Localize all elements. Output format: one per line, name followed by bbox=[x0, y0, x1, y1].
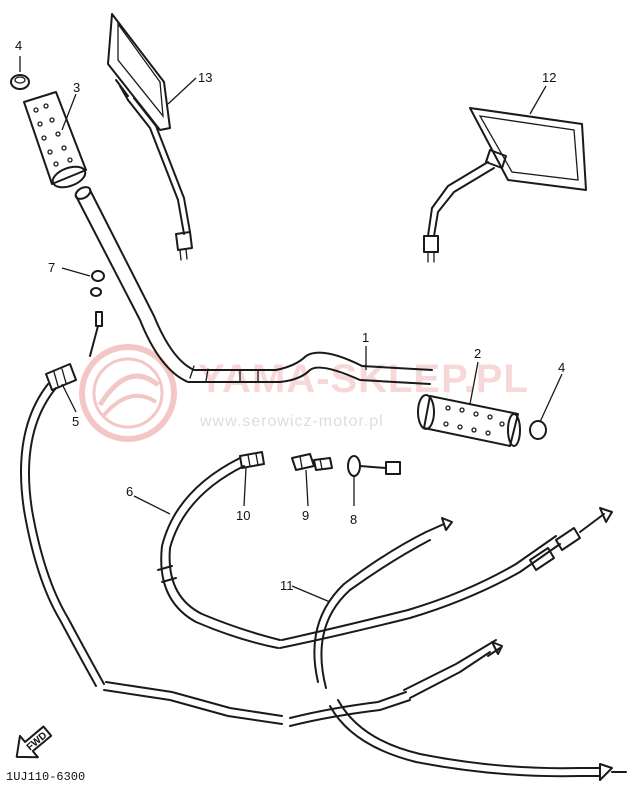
callout-10: 10 bbox=[236, 508, 250, 523]
cable-left bbox=[20, 311, 105, 687]
callout-5: 5 bbox=[72, 414, 79, 429]
grip-end-cap-top bbox=[10, 74, 30, 90]
clutch-cable bbox=[279, 507, 613, 689]
watermark-logo bbox=[79, 344, 177, 442]
callout-2: 2 bbox=[474, 346, 481, 361]
callout-1: 1 bbox=[362, 330, 369, 345]
handlebar bbox=[74, 186, 433, 385]
callout-13: 13 bbox=[198, 70, 212, 85]
throttle-fitting-8 bbox=[347, 455, 401, 477]
callout-11: 11 bbox=[280, 578, 294, 593]
watermark: YAMA-SKLEP.PL www.serowicz-motor.pl bbox=[79, 344, 529, 442]
throttle-fitting-10 bbox=[239, 451, 265, 469]
mirror-right bbox=[423, 107, 587, 263]
watermark-brand: YAMA-SKLEP.PL bbox=[198, 357, 529, 401]
mirror-left bbox=[107, 13, 193, 261]
throttle-cable bbox=[103, 457, 283, 725]
brake-cable bbox=[289, 639, 627, 781]
callout-12: 12 bbox=[542, 70, 556, 85]
fwd-arrow: FWD bbox=[15, 725, 53, 759]
callout-4-top: 4 bbox=[15, 38, 22, 53]
callout-4-right: 4 bbox=[558, 360, 565, 375]
grip-end-cap-right bbox=[529, 420, 547, 440]
watermark-tagline: www.serowicz-motor.pl bbox=[199, 413, 384, 430]
fwd-label: FWD bbox=[25, 730, 50, 753]
leader-lines bbox=[19, 56, 563, 603]
diagram-code: 1UJ110-6300 bbox=[6, 770, 85, 784]
throttle-fitting-9 bbox=[291, 453, 333, 471]
callout-labels: 4 3 7 5 13 12 1 2 4 6 10 9 8 11 bbox=[15, 38, 565, 593]
callout-8: 8 bbox=[350, 512, 357, 527]
cable-cap bbox=[90, 270, 105, 297]
grip-right bbox=[417, 394, 521, 447]
callout-6: 7 bbox=[48, 260, 55, 275]
callout-7: 6 bbox=[126, 484, 133, 499]
callout-3: 3 bbox=[73, 80, 80, 95]
grip-left bbox=[23, 91, 87, 189]
callout-9: 9 bbox=[302, 508, 309, 523]
